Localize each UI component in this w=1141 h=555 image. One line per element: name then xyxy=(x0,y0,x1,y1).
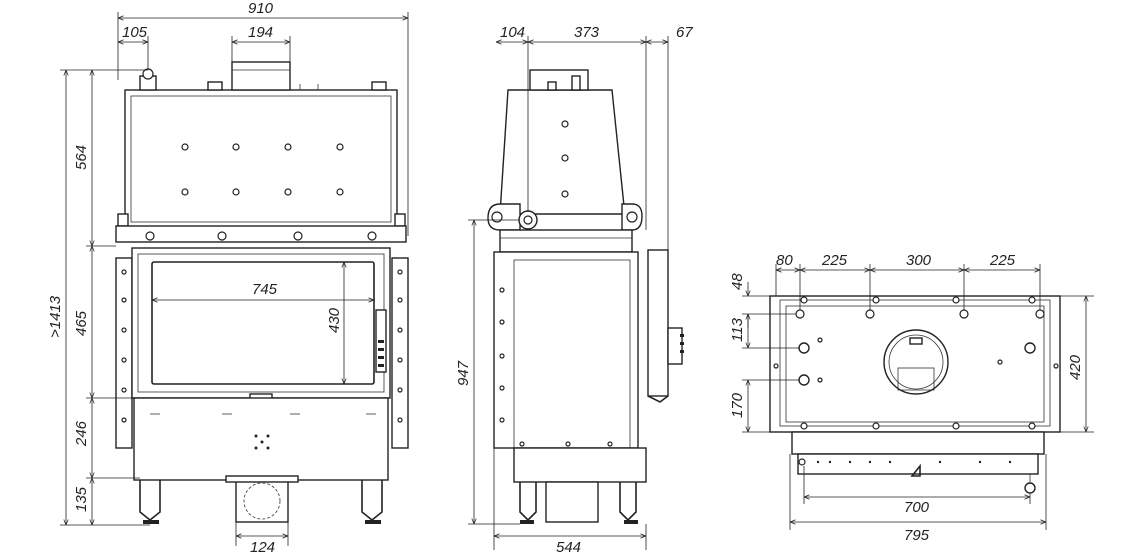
dim-105: 105 xyxy=(122,24,148,41)
top-flue-opening xyxy=(883,329,949,395)
side-panel-right xyxy=(391,257,409,449)
upper-flange-left xyxy=(117,213,129,227)
dim-795: 795 xyxy=(904,527,930,544)
upper-exchanger-body xyxy=(124,89,398,241)
dim-80: 80 xyxy=(776,252,793,269)
dim-total-height: >1413 xyxy=(47,295,64,338)
dim-745: 745 xyxy=(252,281,278,298)
lower-base xyxy=(133,397,389,481)
side-lower xyxy=(513,447,647,483)
dim-910: 910 xyxy=(248,0,274,17)
side-main-body xyxy=(493,251,639,449)
top-connection-1 xyxy=(798,342,810,354)
dim-544: 544 xyxy=(556,539,581,555)
front-view: 910 105 194 >1413 564 465 246 135 745 43… xyxy=(47,0,409,555)
dim-67: 67 xyxy=(676,24,693,41)
top-view: 80 225 300 225 48 113 170 420 700 795 xyxy=(729,252,1094,544)
dim-170: 170 xyxy=(729,392,746,418)
dim-300: 300 xyxy=(906,252,932,269)
dim-700: 700 xyxy=(904,499,930,516)
dim-124: 124 xyxy=(250,539,275,555)
dim-104: 104 xyxy=(500,24,525,41)
dim-564: 564 xyxy=(73,145,90,170)
dim-420: 420 xyxy=(1067,354,1084,380)
dim-225-b: 225 xyxy=(989,252,1016,269)
top-connection-2 xyxy=(1024,342,1036,354)
upper-flange-right xyxy=(394,213,406,227)
dim-113: 113 xyxy=(729,317,746,342)
air-spigot xyxy=(235,479,289,523)
dim-225-a: 225 xyxy=(821,252,848,269)
dim-135: 135 xyxy=(73,486,90,512)
leg-left xyxy=(139,480,161,522)
dim-947: 947 xyxy=(455,360,472,386)
dim-48: 48 xyxy=(729,273,746,290)
side-view: 104 373 67 947 544 xyxy=(455,24,693,555)
valve-icon xyxy=(142,68,154,80)
dim-194: 194 xyxy=(248,24,273,41)
leg-right xyxy=(361,480,383,522)
upper-exchanger-inner xyxy=(130,95,392,223)
connecting-band xyxy=(115,225,407,243)
dim-430: 430 xyxy=(326,307,343,333)
top-front-plate xyxy=(797,453,1039,475)
dim-373: 373 xyxy=(574,24,600,41)
side-door-profile xyxy=(647,249,669,397)
flue-collar xyxy=(231,61,291,91)
door-glass xyxy=(151,261,375,385)
top-connection-3 xyxy=(798,374,810,386)
dim-246: 246 xyxy=(73,420,90,447)
door-frame xyxy=(131,247,391,399)
dim-465: 465 xyxy=(73,310,90,336)
upper-bolt-holes xyxy=(181,143,344,196)
